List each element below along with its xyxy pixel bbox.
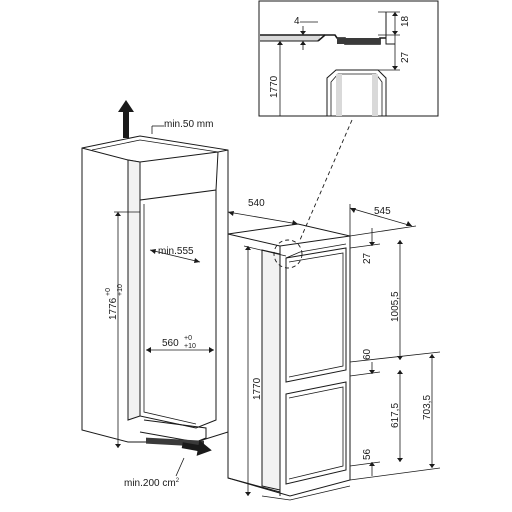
app-depth-arrow-left [228,211,234,216]
app-height: 1770 [252,377,263,400]
app-depth: 540 [248,198,265,209]
detail-right-block [385,12,395,45]
app-upper-door-dim: 1005,5 [390,291,401,322]
niche-height-arrow-top [115,212,121,216]
niche-width-arrow-left [146,347,151,353]
niche-height-tol-bot: +10 [117,284,124,296]
niche-outer [81,135,229,443]
app-upper-arrow-bot [397,356,403,360]
arrow-right-icon [181,440,212,456]
niche-side-panel [127,159,141,421]
app-upper-door-inner [288,252,344,378]
app-lowertotal-arrow-bot [429,464,435,468]
app-ext-low [349,461,381,467]
niche-opening [139,190,217,429]
app-lower-total-dim: 703,5 [422,395,433,420]
detail-seal [337,38,380,44]
niche-height: 1776 [108,297,119,320]
detail-dim4-arrow-top [300,31,306,35]
app-depth-line [227,211,299,225]
app-top-gap: 27 [362,252,373,264]
detail-cabinet-top [260,35,320,41]
niche-depth-line [149,249,201,263]
detail-dim18-arrow-bot [392,31,398,35]
app-topgap-arrow [369,242,375,246]
niche-height-tol-top: +0 [105,288,112,296]
detail-dim-18: 18 [400,15,411,27]
niche-min-top: min.50 mm [164,119,213,130]
niche-top-inner [91,139,219,153]
niche-vent: min.200 cm2 [124,478,180,489]
niche-depth: min.555 [158,246,194,257]
app-upper-arrow-top [397,240,403,244]
niche-width: 560 [162,338,179,349]
detail-dim-1770: 1770 [269,75,280,98]
app-height-arrow-bot [245,492,251,496]
app-lowertotal-arrow-top [429,354,435,358]
app-ext-mid-bot [349,371,381,377]
app-bottom-gap: 56 [362,448,373,460]
app-height-ext-top [243,245,287,257]
app-width: 545 [374,206,391,217]
detail-frame [258,0,439,117]
niche-width-tol-bot: +10 [184,343,196,350]
app-base-line [261,485,351,501]
detail-leader [299,119,353,241]
app-width-line [349,207,413,227]
app-lower-door-inner [288,386,344,480]
detail-inset: 4 18 27 1770 [258,0,439,117]
app-ext-mid-top [349,351,441,363]
app-side [227,234,281,493]
detail-wall-shade-left [336,74,342,116]
detail-dim1770-arrow [277,41,283,45]
niche-cabinet: min.50 mm 1776 +0 +10 min.555 560 [81,100,229,489]
niche-top-box-front [139,151,219,163]
niche-depth-arrow-left [150,249,156,254]
niche-plinth [139,419,207,443]
detail-inner-walls [330,73,383,116]
app-top-seal [285,243,347,259]
app-body-outline [227,223,351,497]
niche-vent-leader [175,457,185,477]
app-width-arrow-left [350,208,356,213]
detail-wall-shade-right [372,74,378,116]
app-side-panel [261,249,281,491]
app-bottomgap-arrow [369,462,375,466]
arrow-up-icon [118,100,134,138]
detail-dim-4: 4 [294,16,300,27]
appliance: 540 545 27 [227,198,441,501]
app-lower-arrow-top [397,370,403,374]
niche-depth-arrow-right [194,258,200,263]
app-midgap-arrow [369,370,375,374]
niche-width-tol-top: +0 [184,335,192,342]
detail-appliance-walls [326,69,387,116]
niche-height-arrow-bot [115,444,121,448]
detail-dim18-arrow-top [392,12,398,16]
detail-dim4-arrow-bot [300,41,306,45]
niche-width-arrow-right [209,347,214,353]
detail-dim27-arrow-bot [392,66,398,70]
app-ext-top [349,225,417,237]
app-height-arrow-top [245,246,251,250]
app-lower-arrow-bot [397,458,403,462]
app-ext-bottom [349,467,441,481]
app-ext-topgap [349,243,381,249]
app-upper-door [285,247,347,383]
niche-top-box [81,147,229,201]
app-lower-door-dim: 617,5 [390,403,401,428]
detail-dim-27: 27 [400,51,411,63]
app-width-arrow-right [406,221,412,226]
detail-marker-circle [273,239,303,269]
niche-opening-inner [143,204,197,425]
app-mid-gap: 60 [362,348,373,360]
app-lower-door [285,381,347,485]
